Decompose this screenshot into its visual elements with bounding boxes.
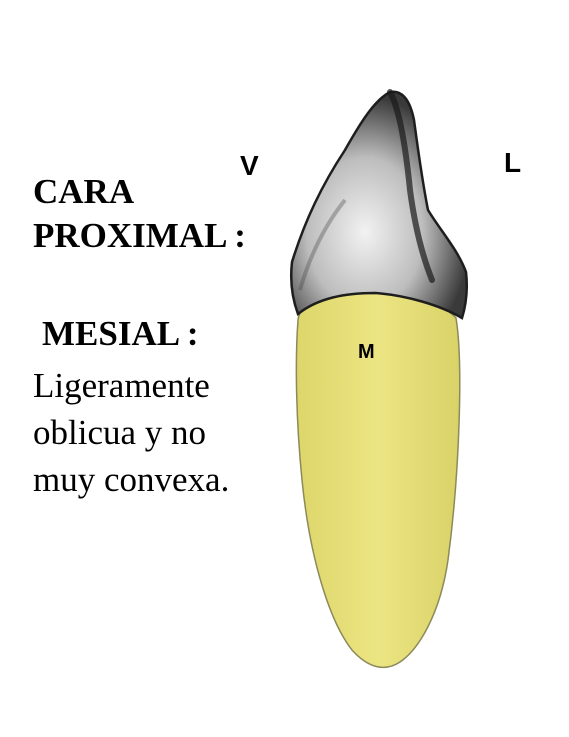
title-line-1: CARA xyxy=(33,172,135,211)
description-line-1: Ligeramente xyxy=(33,366,210,405)
crown-ridge xyxy=(387,89,435,283)
description: Ligeramente oblicua y no muy convexa. xyxy=(33,362,283,503)
tooth-crown xyxy=(290,90,469,320)
title-line-2: PROXIMAL : xyxy=(33,216,246,255)
description-line-3: muy convexa. xyxy=(33,460,230,499)
title: CARA PROXIMAL : xyxy=(33,170,293,258)
label-vestibular: V xyxy=(240,150,259,181)
label-mesial: M xyxy=(358,341,375,363)
description-line-2: oblicua y no xyxy=(33,413,207,452)
tooth-root xyxy=(295,292,461,669)
subtitle: MESIAL : xyxy=(42,314,199,353)
label-lingual: L xyxy=(504,147,522,178)
crown-shading xyxy=(298,198,347,291)
